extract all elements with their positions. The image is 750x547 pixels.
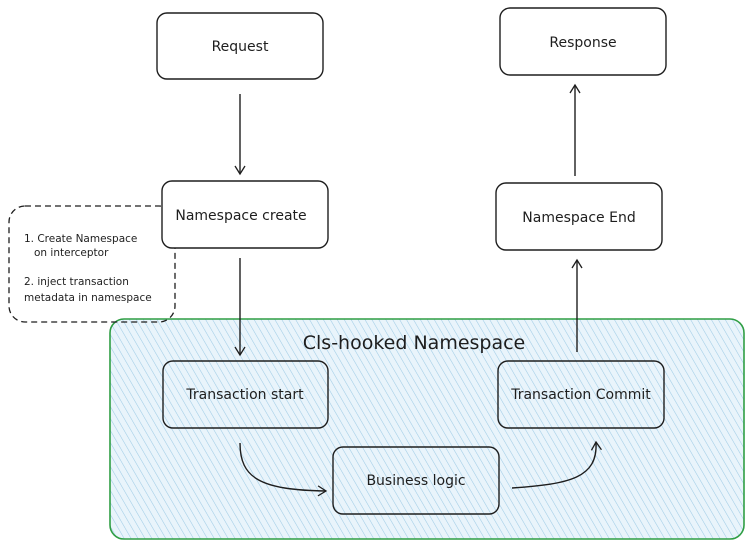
namespace-end-label: Namespace End (522, 210, 635, 226)
note-line-4: metadata in namespace (24, 292, 152, 304)
transaction-commit-label: Transaction Commit (510, 387, 651, 403)
request-label: Request (212, 39, 269, 55)
namespace-create-label: Namespace create (175, 208, 306, 224)
transaction-start-node: Transaction start (162, 360, 329, 429)
note-line-1: 1. Create Namespace (24, 233, 137, 245)
namespace-create-node: Namespace create (161, 180, 329, 249)
response-node: Response (499, 7, 667, 76)
business-logic-label: Business logic (366, 473, 465, 489)
note-line-2: on interceptor (34, 247, 109, 259)
arrow-business-logic-to-transaction-commit (511, 440, 602, 489)
transaction-start-label: Transaction start (185, 387, 304, 403)
cls-hooked-namespace-region: Cls-hooked Namespace (109, 318, 745, 540)
note-box: 1. Create Namespace on interceptor 2. in… (8, 205, 176, 323)
namespace-end-node: Namespace End (495, 182, 663, 251)
request-node: Request (156, 12, 324, 80)
arrow-transaction-start-to-business-logic (239, 442, 328, 497)
note-line-3: 2. inject transaction (24, 276, 129, 288)
transaction-commit-node: Transaction Commit (497, 360, 665, 429)
response-label: Response (549, 35, 616, 51)
business-logic-node: Business logic (332, 446, 500, 515)
note-border (8, 205, 176, 323)
namespace-region-title: Cls-hooked Namespace (303, 332, 526, 354)
